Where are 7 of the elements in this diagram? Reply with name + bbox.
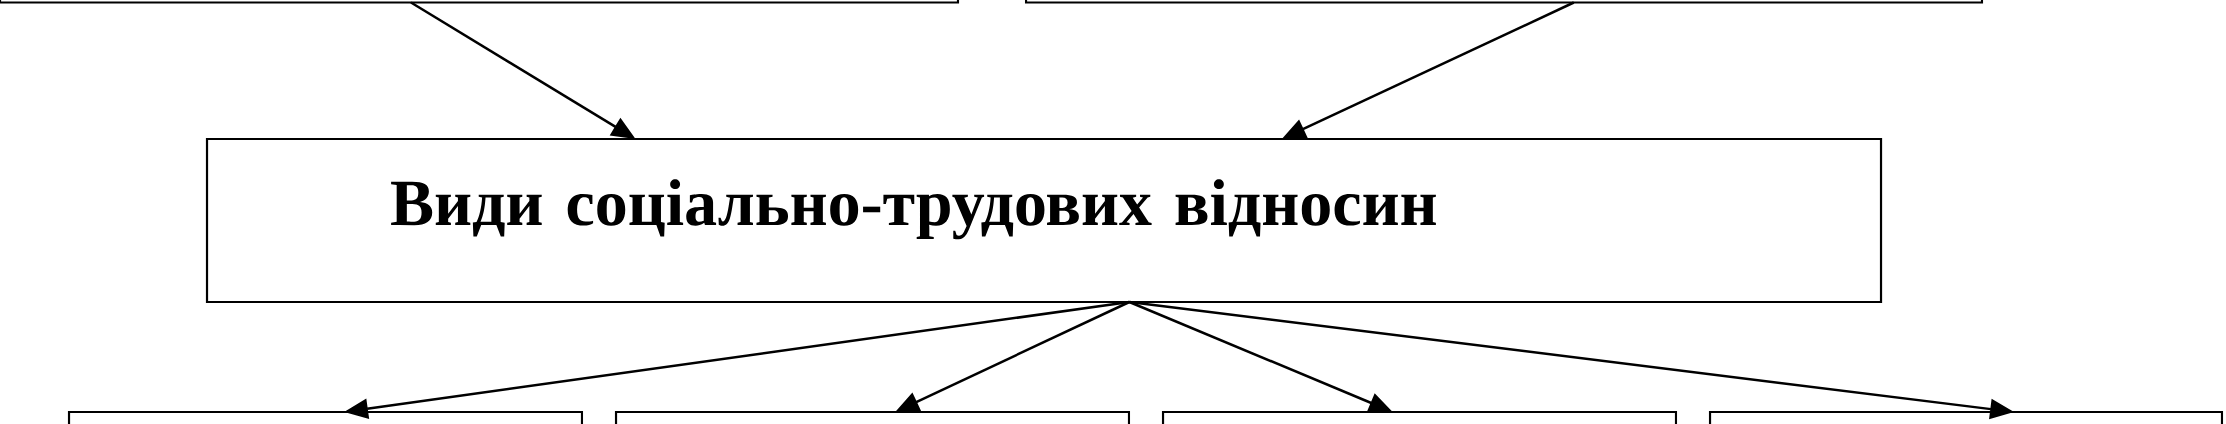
empty-box xyxy=(67,410,584,424)
category-box: Види соціально-трудових відносин xyxy=(205,137,1883,304)
empty-box xyxy=(614,410,1131,424)
empty-box xyxy=(1708,410,2224,424)
empty-box xyxy=(1024,0,1984,4)
empty-box xyxy=(0,0,960,4)
empty-box xyxy=(1161,410,1678,424)
